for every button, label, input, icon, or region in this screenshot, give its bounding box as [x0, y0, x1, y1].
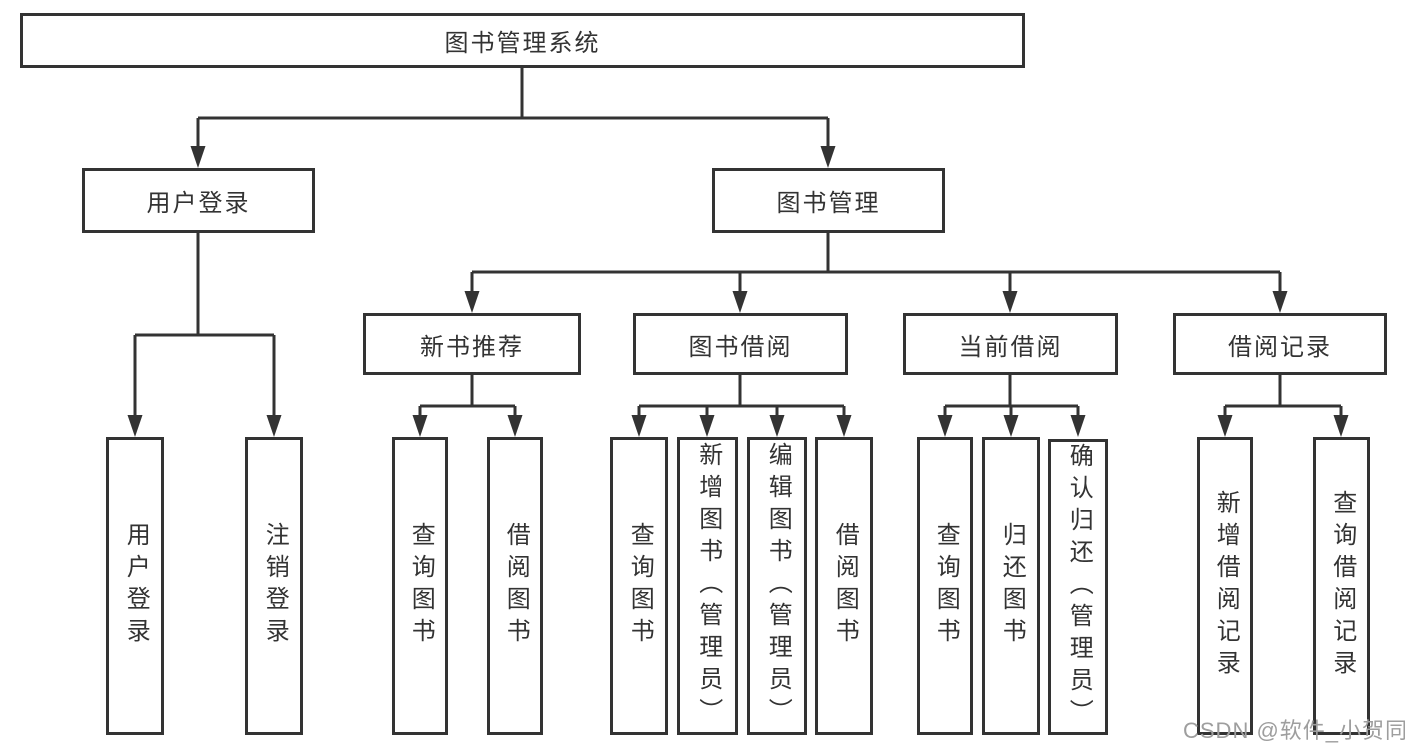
arrowhead-icon: [1217, 415, 1233, 437]
arrowhead-icon: [1272, 291, 1288, 313]
leaf-return-books: 归还图书: [982, 437, 1040, 735]
connector: [637, 375, 846, 417]
node-label: 确认归还（管理员）: [1065, 443, 1093, 731]
node-label: 用户登录: [122, 522, 150, 650]
leaf-borrow-books-recommend: 借阅图书: [487, 437, 543, 735]
arrowhead-icon: [1070, 415, 1086, 437]
node-label: 查询图书: [407, 522, 435, 650]
node-label: 用户登录: [146, 190, 251, 217]
connector: [943, 375, 1080, 417]
watermark: CSDN @软件_小贺同学: [1183, 718, 1405, 743]
node-book-management: 图书管理: [712, 168, 945, 233]
arrowhead-icon: [412, 415, 428, 437]
leaf-user-login: 用户登录: [106, 437, 164, 735]
arrowhead-icon: [937, 415, 953, 437]
node-label: 归还图书: [998, 522, 1026, 650]
node-borrow-records: 借阅记录: [1173, 313, 1387, 375]
arrowhead-icon: [266, 415, 282, 437]
node-label: 借阅记录: [1228, 333, 1332, 361]
connector: [1223, 375, 1343, 417]
arrowhead-icon: [1333, 415, 1349, 437]
leaf-edit-books-admin: 编辑图书（管理员）: [747, 437, 807, 735]
node-label: 新增借阅记录: [1212, 490, 1240, 682]
node-user-login: 用户登录: [82, 168, 315, 233]
node-label: 新书推荐: [420, 333, 524, 361]
node-label: 当前借阅: [958, 333, 1063, 361]
node-label: 查询图书: [626, 522, 654, 650]
leaf-query-borrow-record: 查询借阅记录: [1313, 437, 1370, 735]
node-label: 借阅图书: [831, 522, 859, 650]
connector: [133, 233, 276, 417]
node-label: 新增图书（管理员）: [694, 442, 722, 730]
arrowhead-icon: [1003, 415, 1019, 437]
leaf-query-books-current: 查询图书: [917, 437, 973, 735]
node-new-book-recommend: 新书推荐: [363, 313, 581, 375]
leaf-add-borrow-record: 新增借阅记录: [1197, 437, 1253, 735]
arrowhead-icon: [190, 146, 206, 168]
connector: [470, 233, 1282, 293]
arrowhead-icon: [732, 291, 748, 313]
node-current-borrow: 当前借阅: [903, 313, 1118, 375]
leaf-confirm-return-admin: 确认归还（管理员）: [1048, 439, 1108, 735]
node-book-borrow: 图书借阅: [633, 313, 848, 375]
leaf-borrow-books: 借阅图书: [815, 437, 873, 735]
node-label: 查询借阅记录: [1328, 490, 1356, 682]
connector: [196, 68, 830, 148]
leaf-query-books-borrow: 查询图书: [610, 437, 668, 735]
arrowhead-icon: [127, 415, 143, 437]
connector: [418, 375, 517, 417]
leaf-logout: 注销登录: [245, 437, 303, 735]
node-label: 借阅图书: [502, 522, 530, 650]
node-label: 编辑图书（管理员）: [764, 442, 792, 730]
node-label: 查询图书: [932, 522, 960, 650]
arrowhead-icon: [769, 415, 785, 437]
arrowhead-icon: [507, 415, 523, 437]
node-label: 图书借阅: [688, 333, 793, 361]
arrowhead-icon: [631, 415, 647, 437]
node-label: 图书管理系统: [444, 30, 601, 57]
arrowhead-icon: [1002, 291, 1018, 313]
arrowhead-icon: [699, 415, 715, 437]
node-label: 注销登录: [261, 522, 289, 650]
arrowhead-icon: [464, 291, 480, 313]
leaf-add-books-admin: 新增图书（管理员）: [677, 437, 738, 735]
arrowhead-icon: [836, 415, 852, 437]
node-library-system: 图书管理系统: [20, 13, 1025, 68]
leaf-query-books-recommend: 查询图书: [392, 437, 448, 735]
arrowhead-icon: [820, 146, 836, 168]
node-label: 图书管理: [776, 190, 881, 217]
